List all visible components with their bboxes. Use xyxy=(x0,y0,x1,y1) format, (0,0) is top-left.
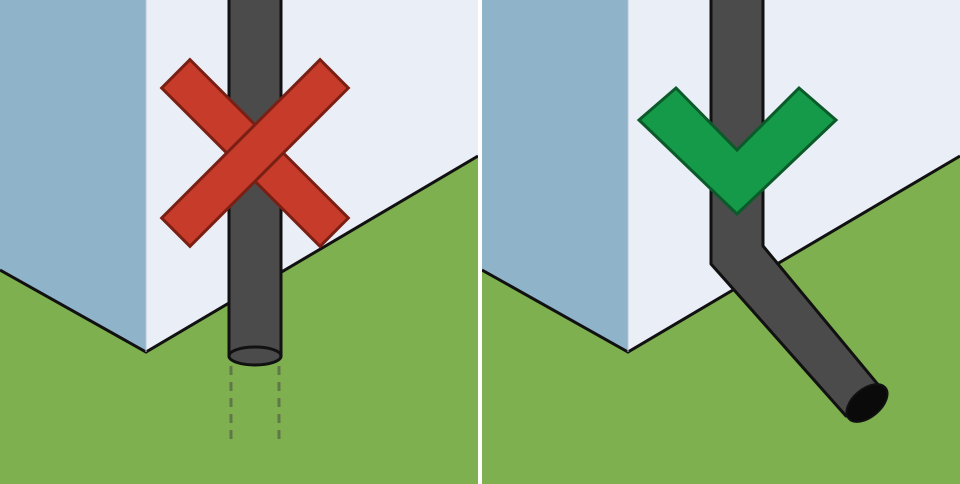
incorrect-downspout-panel xyxy=(0,0,478,484)
incorrect-downspout-illustration xyxy=(0,0,478,484)
correct-downspout-panel xyxy=(482,0,960,484)
downspout-end xyxy=(229,347,281,365)
correct-downspout-illustration xyxy=(482,0,960,484)
